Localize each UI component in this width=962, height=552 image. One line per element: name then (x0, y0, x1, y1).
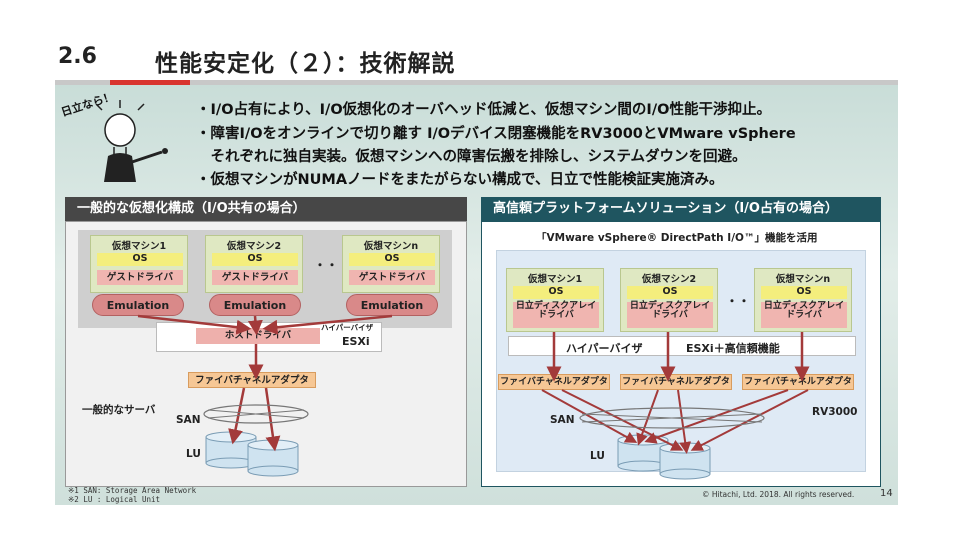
esxi-label: ESXi (342, 335, 370, 348)
copyright: © Hitachi, Ltd. 2018. All rights reserve… (702, 490, 855, 499)
vm-name: 仮想マシン2 (641, 274, 697, 285)
lu-disks-icon (205, 431, 299, 477)
title-accent (110, 80, 190, 85)
esxi-reliability-label: ESXi＋高信頼機能 (686, 342, 780, 355)
right-panel: 高信頼プラットフォームソリューション（I/O占有の場合） 「VMware vSp… (481, 197, 881, 487)
server-label: 一般的なサーバ (82, 404, 156, 416)
hypervisor-label: ハイパーバイザ (566, 342, 643, 355)
lu-label: LU (186, 448, 201, 460)
vm-name: 仮想マシンn (363, 241, 419, 252)
hypervisor-label: ハイパーバイザ (321, 323, 374, 332)
footnote-san: ※1 SAN: Storage Area Network (68, 486, 197, 495)
left-fc-adapter: ファイバチャネルアダプタ (188, 372, 316, 388)
os-bar: OS (212, 253, 298, 266)
vm-name: 仮想マシン1 (111, 241, 167, 252)
left-panel-body: 仮想マシン1 OS ゲストドライバ Emulation 仮想マシン2 OS ゲス… (65, 221, 467, 487)
os-bar: OS (761, 286, 847, 299)
title-rule (55, 80, 898, 85)
vm-name: 仮想マシン1 (527, 274, 583, 285)
left-panel-title: 一般的な仮想化構成（I/O共有の場合） (65, 197, 467, 221)
san-label: SAN (550, 414, 575, 426)
emulation-2: Emulation (209, 294, 301, 316)
san-label: SAN (176, 414, 201, 426)
page-number: 14 (880, 488, 893, 499)
disk-array-driver-bar: 日立ディスクアレイ ドライバ (627, 301, 713, 328)
os-bar: OS (627, 286, 713, 299)
bullet-2-cont: それぞれに独自実装。仮想マシンへの障害伝搬を排除し、システムダウンを回避。 (196, 149, 747, 165)
emulation-1: Emulation (92, 294, 184, 316)
right-hypervisor (508, 336, 856, 356)
directpath-subtitle: 「VMware vSphere® DirectPath I/O™」機能を活用 (536, 232, 818, 244)
bullet-1: ・I/O占有により、I/O仮想化のオーバヘッド低減と、仮想マシン間のI/O性能干… (196, 102, 771, 118)
vm-ellipsis: ・・・ (314, 258, 351, 272)
slide-number: 2.6 (58, 44, 97, 69)
right-panel-body: 「VMware vSphere® DirectPath I/O™」機能を活用 仮… (481, 221, 881, 487)
vm-ellipsis: ・・・ (726, 294, 763, 308)
right-fc-adapter-2: ファイバチャネルアダプタ (620, 374, 732, 390)
mascot-lightbulb-icon (95, 100, 168, 182)
os-bar: OS (349, 253, 435, 266)
emulation-n: Emulation (346, 294, 438, 316)
disk-array-driver-bar: 日立ディスクアレイ ドライバ (513, 301, 599, 328)
right-fc-adapter-1: ファイバチャネルアダプタ (498, 374, 610, 390)
right-fc-adapter-3: ファイバチャネルアダプタ (742, 374, 854, 390)
host-driver: ホストドライバ (196, 328, 320, 344)
os-bar: OS (97, 253, 183, 266)
rv3000-label: RV3000 (812, 406, 858, 418)
left-vm-1: 仮想マシン1 OS ゲストドライバ (90, 235, 188, 293)
right-panel-title: 高信頼プラットフォームソリューション（I/O占有の場合） (481, 197, 881, 221)
guest-driver-bar: ゲストドライバ (212, 270, 298, 285)
guest-driver-bar: ゲストドライバ (97, 270, 183, 285)
right-vm-2: 仮想マシン2 OS 日立ディスクアレイ ドライバ (620, 268, 718, 332)
bullet-2: ・障害I/Oをオンラインで切り離す I/Oデバイス閉塞機能をRV3000とVMw… (196, 126, 796, 142)
vm-name: 仮想マシン2 (226, 241, 282, 252)
left-panel: 一般的な仮想化構成（I/O共有の場合） 仮想マシン1 OS ゲストドライバ Em… (65, 197, 467, 487)
footnote-lu: ※2 LU : Logical Unit (68, 495, 161, 504)
slide-title: 性能安定化（２）：技術解説 (155, 51, 456, 77)
left-vm-n: 仮想マシンn OS ゲストドライバ (342, 235, 440, 293)
bullet-3: ・仮想マシンがNUMAノードをまたがらない構成で、日立で性能検証実施済み。 (196, 172, 724, 188)
left-vm-2: 仮想マシン2 OS ゲストドライバ (205, 235, 303, 293)
vm-name: 仮想マシンn (775, 274, 831, 285)
right-vm-n: 仮想マシンn OS 日立ディスクアレイ ドライバ (754, 268, 852, 332)
lu-label: LU (590, 450, 605, 462)
right-vm-1: 仮想マシン1 OS 日立ディスクアレイ ドライバ (506, 268, 604, 332)
guest-driver-bar: ゲストドライバ (349, 270, 435, 285)
lu-disks-icon (617, 434, 711, 480)
os-bar: OS (513, 286, 599, 299)
disk-array-driver-bar: 日立ディスクアレイ ドライバ (761, 301, 847, 328)
